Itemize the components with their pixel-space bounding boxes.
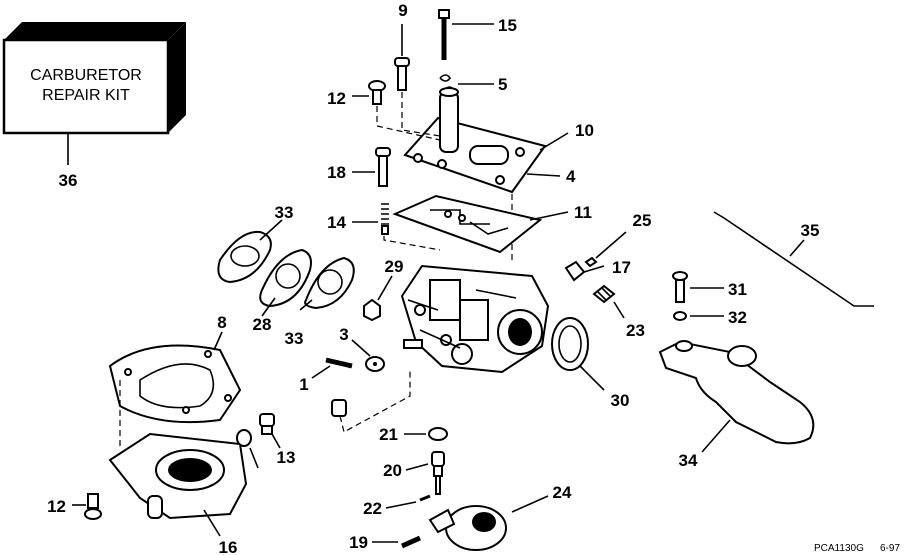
callout-29: 29 (385, 257, 404, 276)
screw-12-bottom (72, 493, 102, 520)
callout-30: 30 (611, 391, 630, 410)
gasket-8 (108, 331, 242, 446)
needle-valve (331, 370, 411, 433)
callout-25: 25 (633, 211, 652, 230)
pin-22 (385, 494, 431, 509)
callout-20: 20 (383, 461, 402, 480)
callout-4: 4 (566, 167, 576, 186)
callout-11: 11 (574, 203, 592, 222)
bracket-17 (564, 260, 605, 282)
link-rod-35 (713, 211, 874, 307)
cover-10 (403, 87, 569, 194)
nut-29 (363, 275, 393, 322)
callout-34: 34 (679, 451, 698, 470)
gasket-28 (259, 248, 312, 317)
repair-kit-box: CARBURETOR REPAIR KIT 36 (2, 22, 186, 190)
plug-13 (259, 413, 281, 449)
callout-12-top: 12 (327, 89, 346, 108)
spring-23 (592, 284, 625, 319)
screw-18 (352, 147, 391, 187)
callout-22: 22 (363, 499, 382, 518)
callout-21: 21 (379, 425, 398, 444)
callout-16: 16 (219, 538, 238, 555)
washer-21 (404, 427, 448, 441)
callout-33-b: 33 (285, 329, 304, 348)
callout-10: 10 (575, 121, 594, 140)
callout-28: 28 (253, 315, 272, 334)
callout-17: 17 (612, 258, 631, 277)
screw-9 (394, 24, 410, 91)
kit-label-line1: CARBURETOR (30, 67, 142, 84)
callout-31: 31 (728, 280, 747, 299)
screw-31 (672, 271, 724, 303)
screw-15 (438, 9, 494, 60)
pin-19 (372, 535, 422, 549)
washer-3 (351, 339, 385, 372)
callout-19: 19 (349, 533, 368, 552)
float-24 (428, 495, 549, 551)
callout-15: 15 (498, 16, 517, 35)
callout-24: 24 (553, 483, 572, 502)
callout-13: 13 (277, 448, 296, 467)
float-bowl-16 (108, 432, 248, 537)
washer-6 (236, 429, 259, 469)
pin-1 (311, 357, 353, 379)
callout-3: 3 (339, 325, 348, 344)
jet-25 (584, 231, 627, 268)
o-ring-30 (551, 317, 605, 391)
callout-32: 32 (728, 308, 747, 327)
figure-code: PCA1130G (814, 543, 864, 554)
callout-labels: 9 15 5 12 10 4 18 11 14 33 25 35 29 17 3… (47, 1, 819, 555)
callout-35: 35 (801, 221, 820, 240)
callout-33-a: 33 (275, 203, 294, 222)
gasket-11 (392, 194, 569, 254)
callout-14: 14 (327, 213, 346, 232)
carburetor-body (400, 264, 550, 374)
callout-1: 1 (299, 375, 308, 394)
gasket-33-b (299, 256, 355, 311)
fitting-20 (405, 451, 445, 495)
callout-23: 23 (626, 321, 645, 340)
callout-36: 36 (59, 171, 78, 190)
washer-32 (673, 311, 724, 321)
spring-14 (352, 203, 389, 235)
figure-date: 6-97 (880, 543, 900, 554)
callout-18: 18 (327, 163, 346, 182)
footer: PCA1130G 6-97 (814, 543, 900, 554)
callout-12-bottom: 12 (47, 497, 66, 516)
intake-elbow-34 (658, 340, 815, 453)
callout-9: 9 (398, 1, 407, 20)
callout-8: 8 (217, 313, 226, 332)
screw-12-top (352, 80, 386, 105)
callout-5: 5 (498, 75, 507, 94)
gasket-33-a (217, 219, 283, 284)
kit-label-line2: REPAIR KIT (42, 87, 130, 104)
